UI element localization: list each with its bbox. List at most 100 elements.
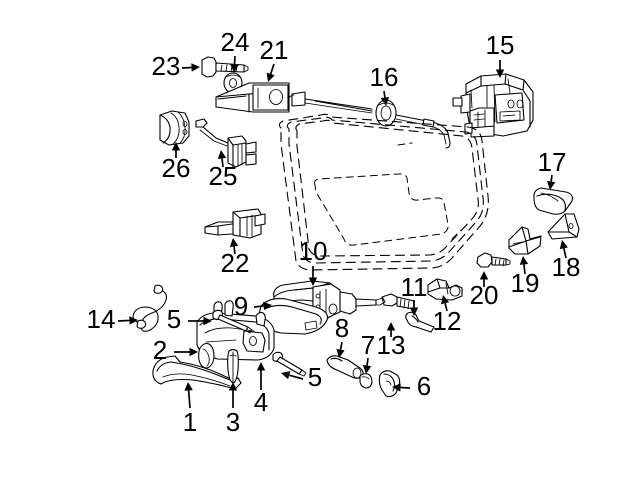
callout-1: 1 (183, 382, 197, 437)
part-shape-18-door-trim-clip-b (547, 213, 580, 240)
callout-arrowhead-8 (336, 348, 345, 358)
callout-number-26: 26 (162, 153, 191, 183)
callout-number-17: 17 (538, 147, 567, 177)
callout-number-21: 21 (260, 35, 289, 65)
callout-22: 22 (221, 238, 249, 278)
callout-number-14: 14 (87, 304, 116, 334)
callout-arrowhead-25 (217, 150, 227, 159)
callout-number-6: 6 (417, 371, 431, 401)
callout-leader-16 (383, 90, 386, 98)
part-shape-22-latch-striker-bracket (204, 208, 266, 239)
callout-arrowhead-2 (189, 347, 198, 357)
callout-arrowhead-18 (559, 240, 568, 250)
callout-arrowhead-13 (386, 322, 396, 331)
callout-25: 25 (209, 150, 238, 191)
callout-leader-25 (221, 158, 224, 168)
callout-21: 21 (260, 35, 289, 82)
callout-number-15: 15 (486, 30, 515, 60)
callout-arrowhead-17 (546, 181, 556, 190)
callout-arrowhead-4 (256, 362, 266, 371)
callout-number-2: 2 (153, 335, 167, 365)
callout-leader-6 (400, 386, 411, 389)
part-shape-7-handle-bushing (359, 373, 373, 389)
callout-number-10: 10 (299, 236, 328, 266)
part-shape-1-exterior-door-handle-bezel (152, 355, 242, 390)
part-shape-3-handle-pin (227, 348, 239, 384)
callout-arrowhead-14 (129, 316, 138, 325)
callout-number-25: 25 (209, 161, 238, 191)
callout-leader-22 (233, 246, 236, 255)
callout-leader-14 (117, 319, 130, 322)
callout-arrowhead-22 (229, 238, 239, 247)
callout-arrowhead-19 (519, 256, 529, 265)
callout-arrowhead-16 (380, 97, 390, 106)
callout-16: 16 (370, 62, 398, 106)
callout-arrowhead-20 (479, 271, 489, 280)
callout-18: 18 (552, 240, 581, 282)
callout-15: 15 (486, 30, 515, 78)
part-shape-26-lock-cylinder-cover (159, 110, 190, 146)
callout-4: 4 (254, 362, 268, 417)
callout-14: 14 (87, 304, 138, 334)
callout-9: 9 (234, 291, 272, 321)
callout-leader-23 (181, 66, 192, 69)
callout-number-19: 19 (511, 268, 540, 298)
callout-number-13: 13 (377, 330, 406, 360)
part-shape-2-handle-end-cap (198, 342, 215, 369)
callout-arrowhead-12 (440, 295, 450, 305)
callout-leader-5b (288, 374, 304, 380)
callout-20: 20 (470, 271, 499, 310)
callout-10: 10 (299, 236, 328, 286)
part-shape-16-cable-and-grommet (304, 98, 451, 149)
callout-number-23: 23 (152, 51, 181, 81)
callout-leader-1 (187, 390, 191, 409)
callout-arrowhead-26 (171, 142, 181, 151)
callout-leader-21 (269, 63, 275, 75)
callout-8: 8 (335, 313, 349, 358)
part-shape-19-door-trim-clip-c (508, 226, 542, 255)
part-shape-15-door-lock-actuator-assembly (452, 73, 534, 138)
part-shape-9-handle-cover-trim (259, 298, 329, 335)
callout-arrowhead-5 (203, 316, 212, 326)
callout-5b: 5 (281, 362, 322, 392)
callout-leader-17 (550, 174, 553, 182)
callout-leader-19 (523, 264, 526, 275)
callout-number-11: 11 (401, 272, 428, 302)
callout-arrowhead-23 (191, 63, 200, 72)
callout-number-24: 24 (221, 27, 250, 57)
callout-leader-8 (339, 341, 343, 350)
callout-number-5b: 5 (308, 362, 322, 392)
callout-number-12: 12 (433, 306, 462, 336)
part-shape-12-lock-actuator-bracket (427, 278, 463, 301)
callout-arrowhead-9 (263, 301, 272, 311)
callout-number-5: 5 (167, 304, 181, 334)
callout-7: 7 (361, 330, 375, 374)
callout-17: 17 (538, 147, 567, 190)
callout-arrowhead-21 (266, 72, 275, 82)
callout-arrowhead-24 (230, 64, 239, 73)
callout-2: 2 (153, 335, 198, 365)
callout-23: 23 (152, 51, 200, 81)
callout-arrowhead-3 (228, 382, 238, 391)
callout-leader-12 (444, 303, 448, 312)
callout-arrowhead-7 (362, 365, 372, 374)
callout-11: 11 (401, 272, 428, 316)
callout-leader-9 (253, 305, 264, 308)
callout-6: 6 (392, 371, 431, 401)
callout-number-4: 4 (254, 387, 268, 417)
callout-arrowhead-6 (392, 383, 401, 392)
callout-number-18: 18 (552, 252, 581, 282)
part-shape-14-lock-cable-link (132, 284, 167, 332)
callout-number-20: 20 (470, 280, 499, 310)
part-shape-5-handle-screw-lower (272, 351, 307, 377)
callout-number-7: 7 (361, 330, 375, 360)
callout-number-9: 9 (234, 291, 248, 321)
callout-13: 13 (377, 322, 406, 360)
door-panel-outline (278, 113, 489, 271)
callout-arrowhead-11 (409, 307, 419, 316)
callout-arrowhead-1 (184, 382, 193, 391)
callout-arrowhead-15 (495, 69, 505, 78)
